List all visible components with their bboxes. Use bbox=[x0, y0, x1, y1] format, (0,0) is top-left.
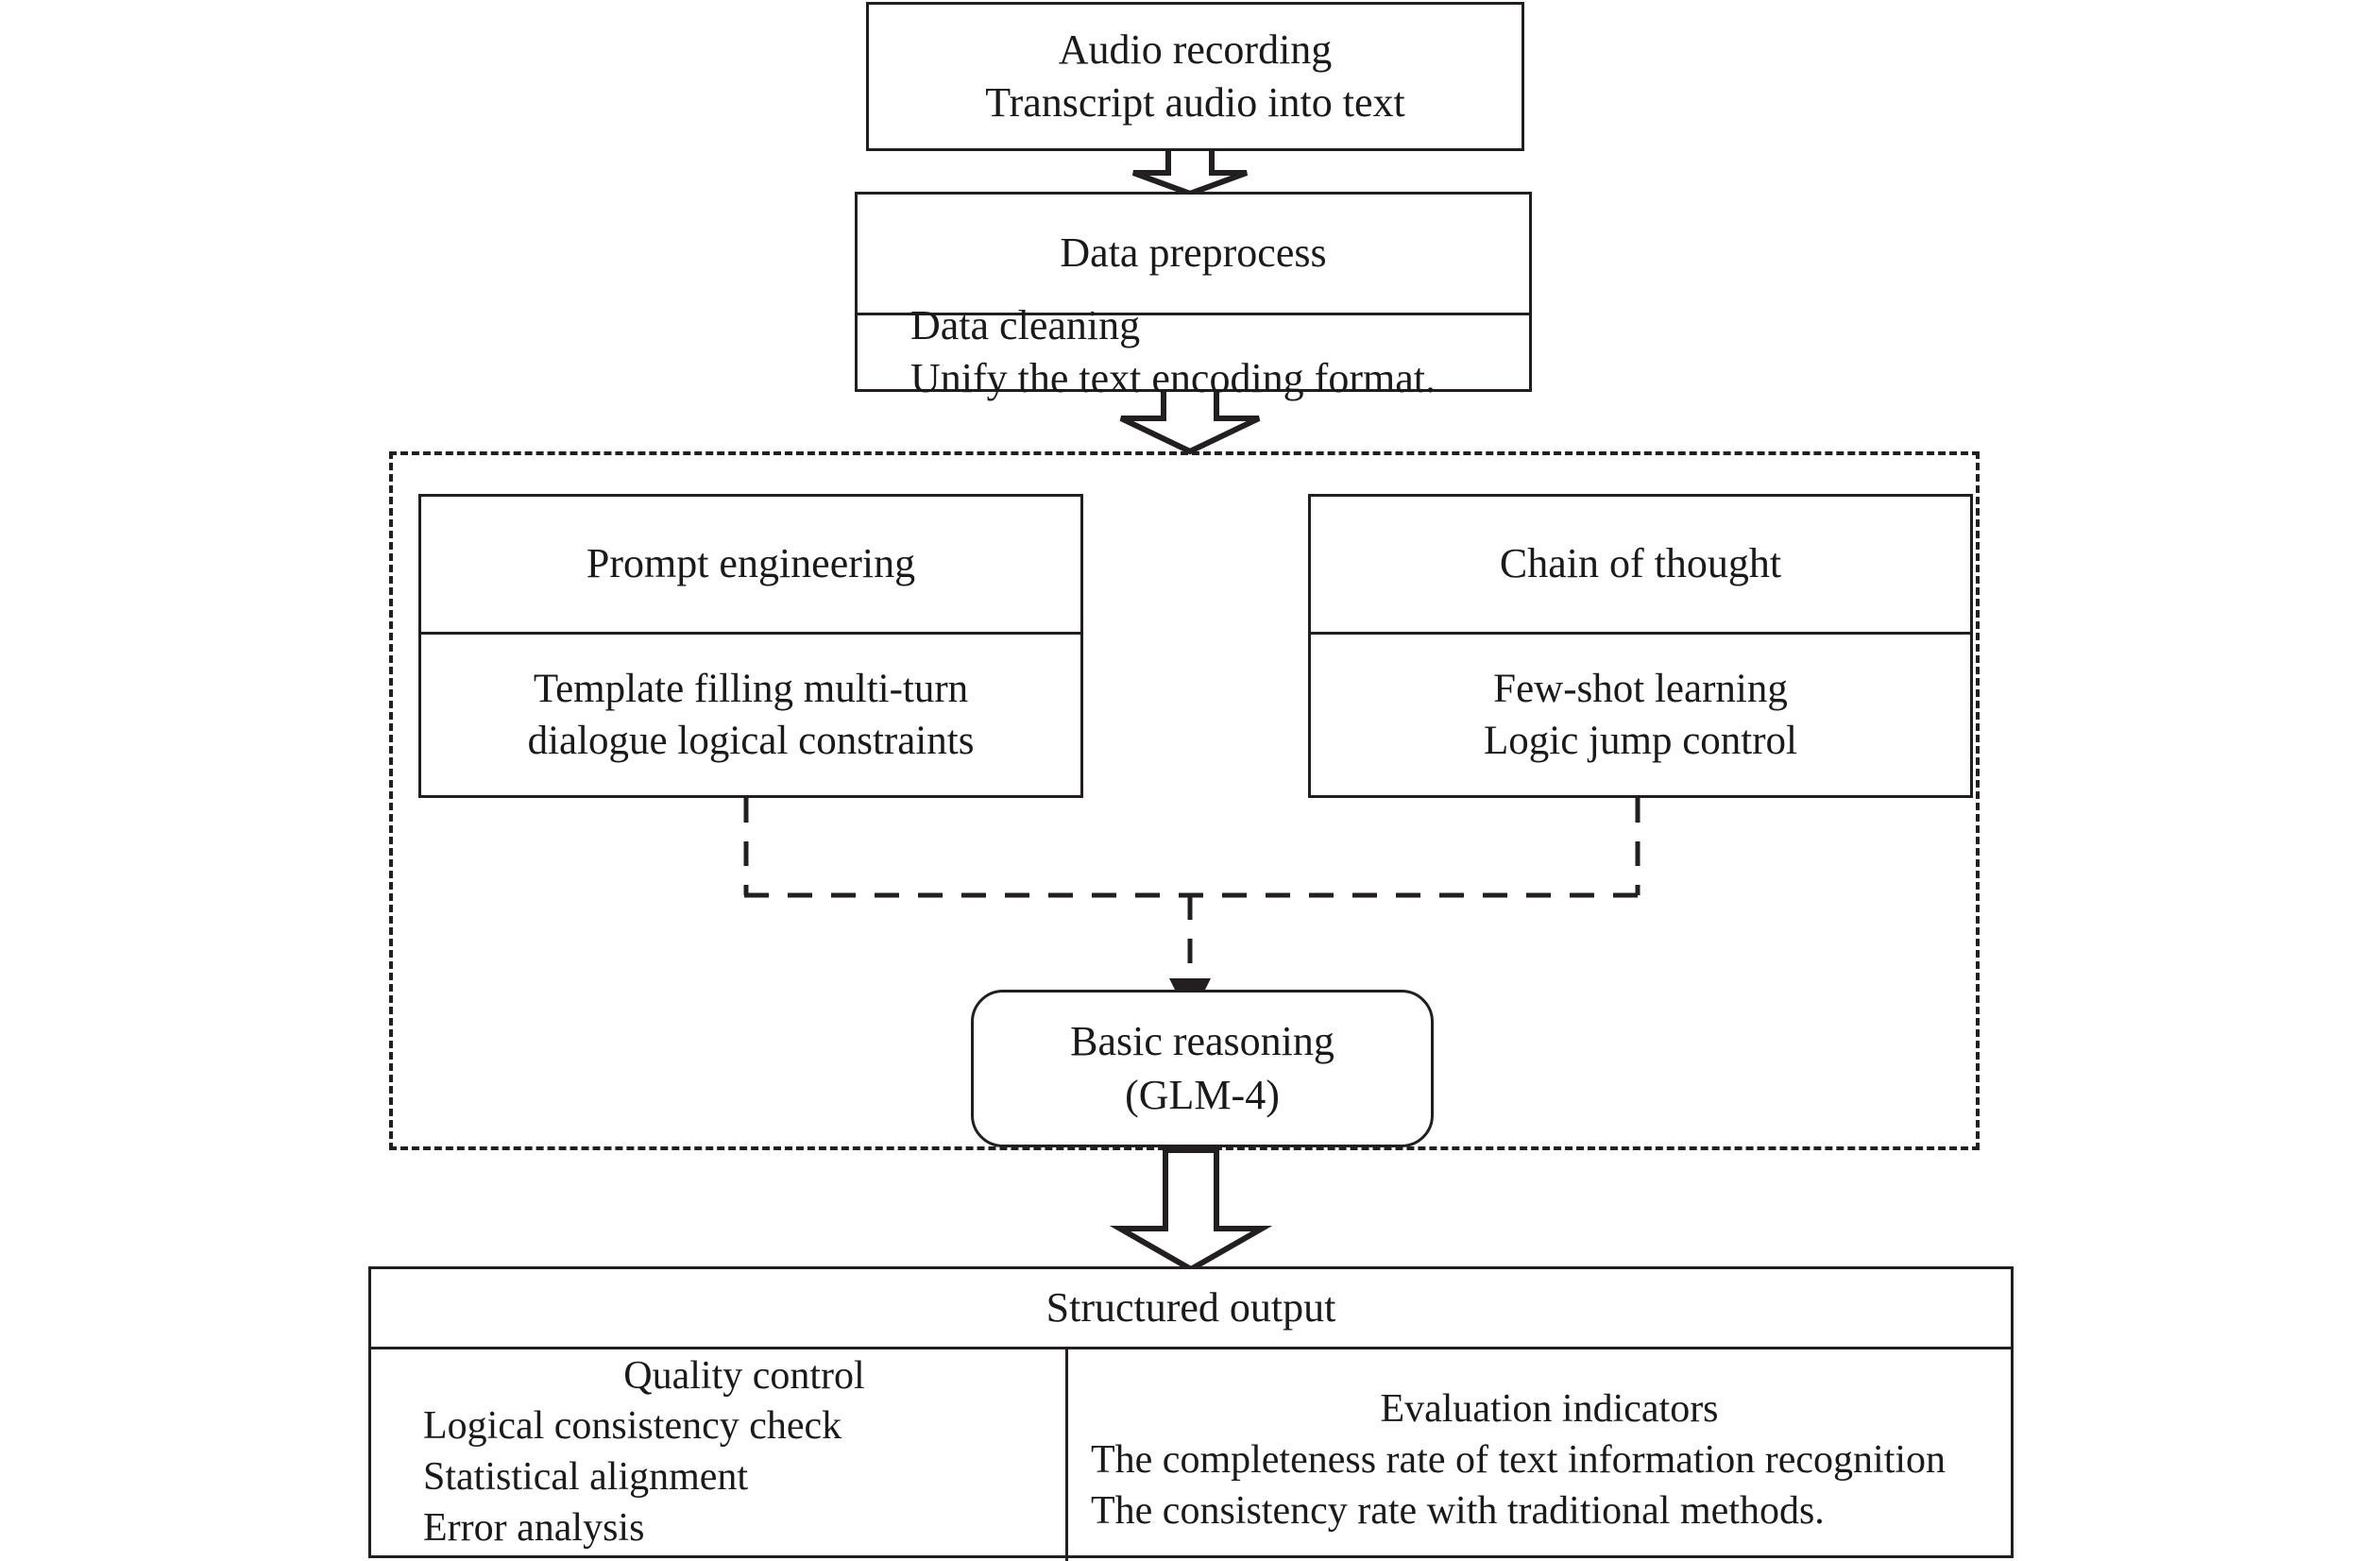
node-prompt-engineering[interactable]: Prompt engineering Template filling mult… bbox=[418, 494, 1083, 798]
basic-reasoning-line-1: Basic reasoning bbox=[1070, 1018, 1334, 1065]
node-structured-output[interactable]: Structured output Quality control Logica… bbox=[368, 1266, 2014, 1561]
structured-output-header: Structured output bbox=[371, 1269, 2011, 1347]
data-preprocess-header: Data preprocess bbox=[858, 195, 1529, 313]
evaluation-indicators-line-2: The consistency rate with traditional me… bbox=[1091, 1488, 1825, 1533]
basic-reasoning-body: Basic reasoning (GLM-4) bbox=[974, 993, 1431, 1145]
chain-of-thought-body: Few-shot learning Logic jump control bbox=[1311, 635, 1970, 795]
data-preprocess-title: Data preprocess bbox=[1060, 229, 1327, 277]
prompt-engineering-line-2: dialogue logical constraints bbox=[527, 719, 975, 763]
prompt-engineering-title: Prompt engineering bbox=[586, 540, 916, 587]
node-audio-recording[interactable]: Audio recording Transcript audio into te… bbox=[866, 2, 1524, 151]
basic-reasoning-line-2: (GLM-4) bbox=[1125, 1071, 1280, 1118]
data-preprocess-body: Data cleaning Unify the text encoding fo… bbox=[858, 302, 1529, 401]
quality-control-line-2: Statistical alignment bbox=[423, 1455, 749, 1499]
chain-of-thought-divider bbox=[1311, 632, 1970, 635]
structured-output-divider bbox=[371, 1347, 2011, 1349]
data-preprocess-line-1: Data cleaning bbox=[910, 301, 1141, 348]
prompt-engineering-line-1: Template filling multi-turn bbox=[533, 666, 969, 711]
quality-control-title: Quality control bbox=[623, 1353, 865, 1398]
audio-recording-line-1: Audio recording bbox=[1058, 25, 1333, 73]
audio-recording-body: Audio recording Transcript audio into te… bbox=[869, 5, 1522, 148]
evaluation-indicators-line-1: The completeness rate of text informatio… bbox=[1091, 1438, 1946, 1483]
column-evaluation-indicators: Evaluation indicators The completeness r… bbox=[1068, 1349, 2008, 1555]
column-quality-control: Quality control Logical consistency chec… bbox=[374, 1349, 1065, 1555]
group-reasoning-dashed-container bbox=[389, 451, 1980, 1150]
data-preprocess-divider bbox=[858, 313, 1529, 315]
node-chain-of-thought[interactable]: Chain of thought Few-shot learning Logic… bbox=[1308, 494, 1973, 798]
arrow-audio-to-preprocess-icon bbox=[1131, 145, 1249, 197]
chain-of-thought-line-1: Few-shot learning bbox=[1493, 666, 1788, 711]
arrow-group-to-output-icon bbox=[1109, 1147, 1273, 1273]
quality-control-line-1: Logical consistency check bbox=[423, 1404, 842, 1449]
prompt-engineering-body: Template filling multi-turn dialogue log… bbox=[421, 635, 1080, 795]
chain-of-thought-title: Chain of thought bbox=[1499, 540, 1782, 587]
quality-control-line-3: Error analysis bbox=[423, 1505, 645, 1550]
prompt-engineering-header: Prompt engineering bbox=[421, 497, 1080, 632]
evaluation-indicators-title: Evaluation indicators bbox=[1380, 1387, 1719, 1432]
node-basic-reasoning[interactable]: Basic reasoning (GLM-4) bbox=[971, 990, 1434, 1147]
audio-recording-line-2: Transcript audio into text bbox=[985, 79, 1405, 126]
structured-output-title: Structured output bbox=[1046, 1283, 1336, 1331]
prompt-engineering-divider bbox=[421, 632, 1080, 635]
chain-of-thought-header: Chain of thought bbox=[1311, 497, 1970, 632]
chain-of-thought-line-2: Logic jump control bbox=[1484, 719, 1797, 763]
node-data-preprocess[interactable]: Data preprocess Data cleaning Unify the … bbox=[855, 192, 1532, 401]
data-preprocess-line-2: Unify the text encoding format. bbox=[910, 355, 1436, 401]
structured-output-column-divider bbox=[1065, 1347, 1068, 1561]
